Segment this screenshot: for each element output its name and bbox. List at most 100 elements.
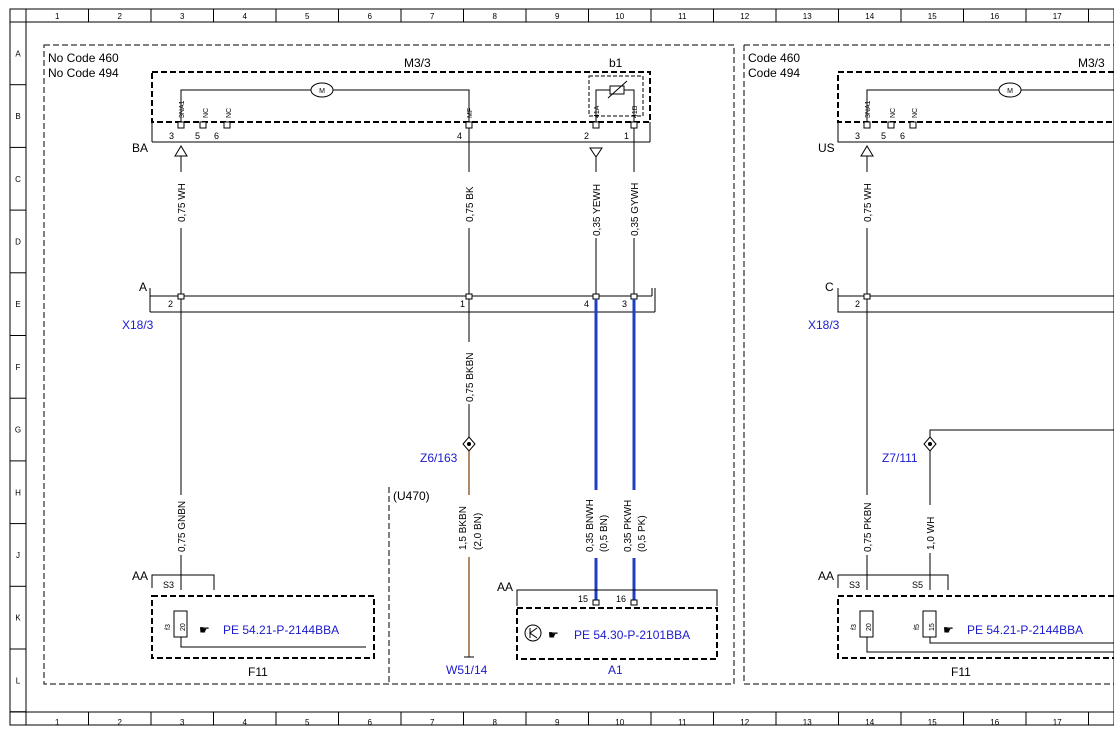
pin-number-6: 6	[214, 131, 219, 141]
row-label-F: F	[16, 363, 21, 372]
left-fuse-box-f11: F11	[248, 665, 268, 679]
top-column-label-12: 12	[740, 12, 749, 21]
link-a1[interactable]: A1	[608, 663, 623, 677]
pin-label-41b: 41B	[632, 105, 639, 118]
link-right-x18-3[interactable]: X18/3	[808, 318, 840, 332]
top-column-label-13: 13	[803, 12, 812, 21]
wire-label-gnbn: 0,75 GNBN	[177, 501, 188, 552]
wire-label-20-bn: (2,0 BN)	[473, 513, 484, 550]
top-column-label-16: 16	[990, 12, 999, 21]
right-mid-pin-2: 2	[855, 299, 860, 309]
right-pin-label-3na1: 3NA1	[865, 100, 872, 118]
link-z6-163[interactable]: Z6/163	[420, 451, 458, 465]
row-label-L: L	[16, 676, 21, 685]
motor-symbol: M	[319, 88, 325, 95]
right-wire-label-pkbn: 0,75 PKBN	[863, 503, 874, 552]
bottom-column-label-16: 16	[990, 718, 999, 727]
link-pe-54-21-left[interactable]: PE 54.21-P-2144BBA	[223, 623, 339, 637]
potentiometer-icon	[607, 80, 628, 99]
sensor-label: b1	[609, 56, 623, 70]
top-column-label-10: 10	[615, 12, 624, 21]
link-w51-14[interactable]: W51/14	[446, 663, 488, 677]
module-pin-15: 15	[578, 594, 588, 604]
right-fuse-f3-label: f3	[851, 624, 858, 630]
top-column-label-2: 2	[118, 12, 123, 21]
right-mid-connector-c: C	[825, 280, 834, 294]
splice-z7-111	[923, 436, 937, 452]
wire-label-pkwh: 0,35 PKWH	[623, 500, 634, 552]
bottom-column-label-17: 17	[1053, 718, 1062, 727]
link-z7-111[interactable]: Z7/111	[882, 451, 918, 465]
mid-connector-a: A	[139, 280, 147, 294]
right-pin-label-nc2: NC	[912, 108, 919, 118]
row-label-B: B	[15, 112, 20, 121]
module-pin-16: 16	[616, 594, 626, 604]
top-column-label-17: 17	[1053, 12, 1062, 21]
connector-arrow-up	[174, 145, 188, 157]
fuse-f3-value: 20	[180, 623, 187, 631]
motor-wire-right	[333, 89, 470, 122]
right-fuse-pointer-icon: ☛	[943, 623, 954, 637]
bottom-column-label-1: 1	[55, 718, 60, 727]
right-connector-us: US	[818, 141, 835, 155]
left-fuse-pin-s3: S3	[163, 580, 174, 590]
left-fuse-conn-aa: AA	[132, 569, 148, 583]
mid-pin-1: 1	[460, 299, 465, 309]
bottom-column-label-7: 7	[430, 718, 435, 727]
row-label-K: K	[15, 614, 21, 623]
pin-number-3: 3	[169, 131, 174, 141]
splice-z6-163	[462, 436, 476, 452]
transistor-icon	[524, 624, 542, 642]
left-fuse-pointer-icon: ☛	[199, 623, 210, 637]
bottom-column-label-9: 9	[555, 718, 560, 727]
link-pe-54-30[interactable]: PE 54.30-P-2101BBA	[574, 628, 690, 642]
mid-pin-4: 4	[584, 299, 589, 309]
pin-number-2: 2	[584, 131, 589, 141]
left-code-line1: No Code 460	[48, 51, 119, 65]
bottom-column-label-5: 5	[305, 718, 310, 727]
wire-label-bk: 0,75 BK	[465, 186, 476, 222]
wire-label-bkbn: 0,75 BKBN	[465, 353, 476, 402]
wire-label-05-pk: (0,5 PK)	[637, 515, 648, 552]
module-conn-aa: AA	[497, 580, 513, 594]
right-fuse-conn-aa: AA	[818, 569, 834, 583]
right-component-box	[837, 71, 1114, 123]
right-fuse-pin-s5: S5	[912, 580, 923, 590]
pin-label-mf: MF	[467, 108, 474, 118]
pin-label-41a: 41A	[594, 105, 601, 118]
right-fuse-box-f11: F11	[951, 665, 971, 679]
bottom-column-label-13: 13	[803, 718, 812, 727]
left-code-line2: No Code 494	[48, 66, 119, 80]
right-component-label: M3/3	[1078, 56, 1105, 70]
bottom-column-label-15: 15	[928, 718, 937, 727]
connector-arrow-down	[589, 147, 603, 158]
top-column-label-15: 15	[928, 12, 937, 21]
right-pin-5: 5	[881, 131, 886, 141]
pin-number-1: 1	[624, 131, 629, 141]
right-pin-3: 3	[855, 131, 860, 141]
pin-label-nc2: NC	[226, 108, 233, 118]
row-label-C: C	[15, 175, 21, 184]
fuse-f3-label: f3	[165, 624, 172, 630]
bottom-column-label-3: 3	[180, 718, 185, 727]
row-label-G: G	[15, 426, 21, 435]
sheet-border	[9, 8, 1114, 726]
wire-label-gywh: 0,35 GYWH	[630, 183, 641, 236]
pin-label-nc1: NC	[203, 108, 210, 118]
top-column-label-7: 7	[430, 12, 435, 21]
link-pe-54-21-right[interactable]: PE 54.21-P-2144BBA	[967, 623, 1083, 637]
row-label-H: H	[15, 488, 21, 497]
left-pins	[177, 121, 638, 129]
top-column-label-11: 11	[678, 12, 687, 21]
link-x18-3[interactable]: X18/3	[122, 318, 154, 332]
right-pin-6: 6	[900, 131, 905, 141]
top-column-label-6: 6	[368, 12, 373, 21]
bottom-column-label-12: 12	[740, 718, 749, 727]
row-label-A: A	[15, 49, 21, 58]
bottom-column-label-11: 11	[678, 718, 687, 727]
wire-label-bnwh: 0,35 BNWH	[585, 499, 596, 552]
mid-pin-2: 2	[168, 299, 173, 309]
wire-label-05-bn: (0,5 BN)	[599, 515, 610, 552]
